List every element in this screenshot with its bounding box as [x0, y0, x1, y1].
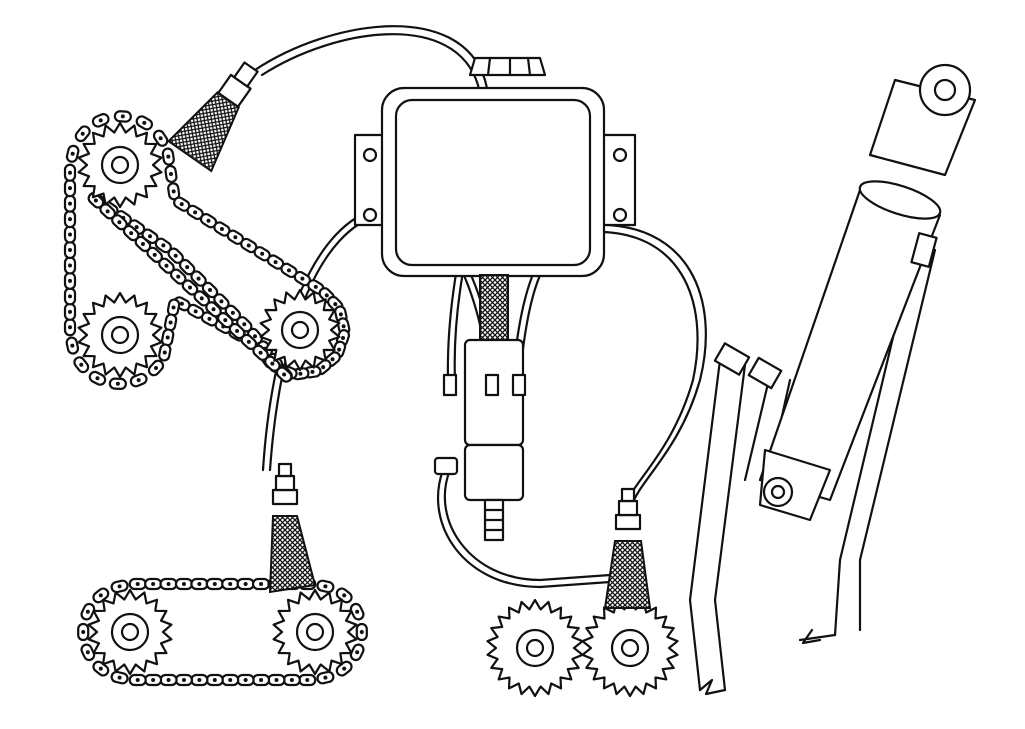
brush-nozzle-upper-chain: [167, 61, 259, 173]
oil-reservoir: [353, 56, 637, 278]
arm-left: [688, 358, 747, 692]
hydraulic-cylinder: [688, 63, 977, 696]
oil-pump: [433, 274, 527, 542]
chain-lower: [77, 577, 368, 687]
arm-right: [833, 243, 937, 637]
sprocket-lower-a: [87, 588, 173, 676]
spur-gear-right: [581, 598, 679, 698]
spur-gear-left: [486, 598, 584, 698]
strainer: [479, 274, 509, 341]
brush-nozzle-lower-chain: [268, 462, 317, 594]
filler-cap: [468, 56, 547, 77]
sprocket-right: [259, 288, 341, 372]
sprocket-upper-left: [77, 121, 163, 209]
pivot-hole: [933, 78, 957, 102]
sprocket-lower-left: [77, 291, 163, 379]
sprocket-lower-b: [272, 588, 358, 676]
brush-nozzle-gears: [603, 487, 652, 609]
